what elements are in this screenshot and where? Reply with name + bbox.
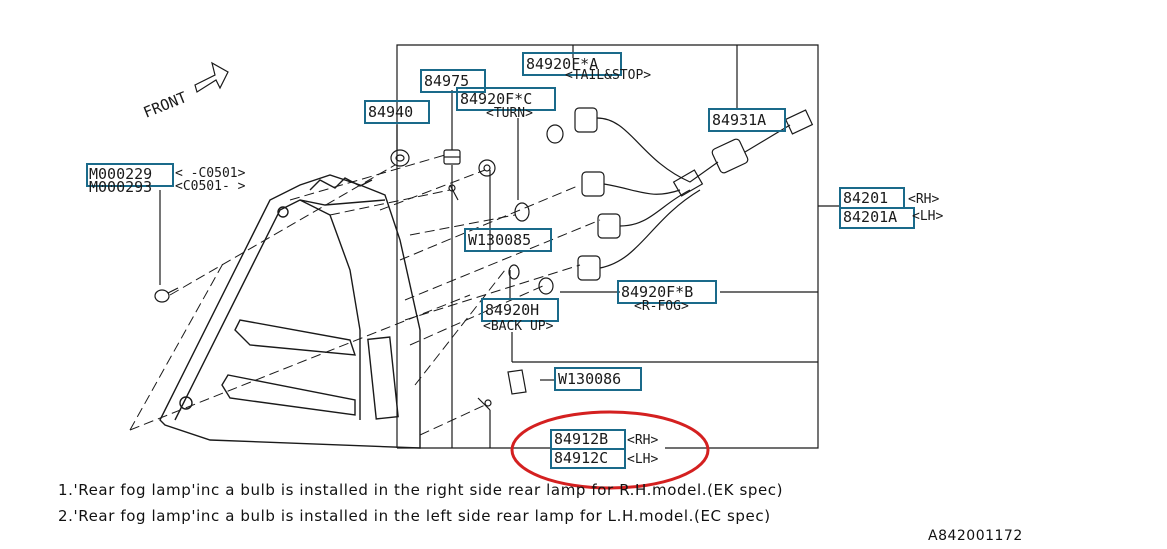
footnote-2: 2.'Rear fog lamp'inc a bulb is installed… <box>58 507 771 525</box>
part-number: 84920F*A <box>526 55 598 73</box>
part-number: 84931A <box>712 111 766 129</box>
part-number: M000229 <box>89 165 152 183</box>
part-label-84912B: 84912B <RH> 84912C <LH> <box>550 429 658 469</box>
part-number: 84920F*C <box>460 90 532 108</box>
seal-icon <box>507 369 527 395</box>
part-label-84931A: 84931A <box>708 108 786 132</box>
part-label-84920FC: 84920F*C <TURN> <box>456 87 556 121</box>
part-number: M000293 <box>89 178 152 196</box>
part-number: 84920F*B <box>621 283 693 301</box>
frame-lines <box>159 44 840 449</box>
part-note: <LH> <box>627 452 658 467</box>
bulb-fog-icon <box>538 277 554 295</box>
footnote-1: 1.'Rear fog lamp'inc a bulb is installed… <box>58 481 784 499</box>
part-note: <RH> <box>908 192 939 207</box>
part-note: <LH> <box>912 209 943 224</box>
part-number: 84920H <box>485 301 539 319</box>
bulb-turn-icon <box>514 202 530 222</box>
part-label-M000229: M000229 < -C0501> M000293 <C0501- > <box>86 163 246 196</box>
part-note: <C0501- > <box>175 179 246 194</box>
part-label-84975: 84975 <box>420 69 486 93</box>
bulb-backup-icon <box>508 264 520 280</box>
part-note: <TURN> <box>486 106 533 121</box>
part-label-84920FB: 84920F*B <R-FOG> <box>617 280 717 314</box>
projection-lines <box>129 154 601 436</box>
part-label-W130085: W130085 <box>464 228 552 252</box>
part-note: <R-FOG> <box>634 299 689 314</box>
highlight-circle <box>510 410 710 490</box>
part-label-84940: 84940 <box>364 100 430 124</box>
part-label-84201: 84201 <RH> 84201A <LH> <box>839 187 943 229</box>
washer-icon <box>478 159 496 177</box>
part-note: <RH> <box>627 433 658 448</box>
part-number: 84201 <box>843 189 888 207</box>
bulb-tail-icon <box>546 124 564 144</box>
part-label-84920FA: 84920F*A <TAIL&STOP> <box>522 52 651 83</box>
stud-bolt-icon <box>448 184 459 201</box>
nut-icon <box>443 149 461 165</box>
part-number: 84975 <box>424 72 469 90</box>
part-note: <BACK UP> <box>483 319 554 334</box>
part-label-84920H: 84920H <BACK UP> <box>481 298 559 334</box>
part-note: < -C0501> <box>175 166 246 181</box>
socket-harness <box>574 107 814 281</box>
rear-lamp-housing <box>159 174 421 449</box>
clip-icon <box>477 397 492 411</box>
part-label-W130086: W130086 <box>554 367 642 391</box>
grommet-icon <box>390 149 410 167</box>
part-number: W130086 <box>558 370 621 388</box>
part-number: 84912B <box>554 430 608 448</box>
part-number: 84940 <box>368 103 413 121</box>
diagram-code: A842001172 <box>928 528 1023 544</box>
screw-icon <box>154 287 179 303</box>
part-number: 84912C <box>554 449 608 467</box>
front-arrow-icon <box>194 61 229 93</box>
part-note: <TAIL&STOP> <box>565 68 651 83</box>
part-number: W130085 <box>468 231 531 249</box>
front-label: FRONT <box>141 88 190 122</box>
part-number: 84201A <box>843 208 897 226</box>
